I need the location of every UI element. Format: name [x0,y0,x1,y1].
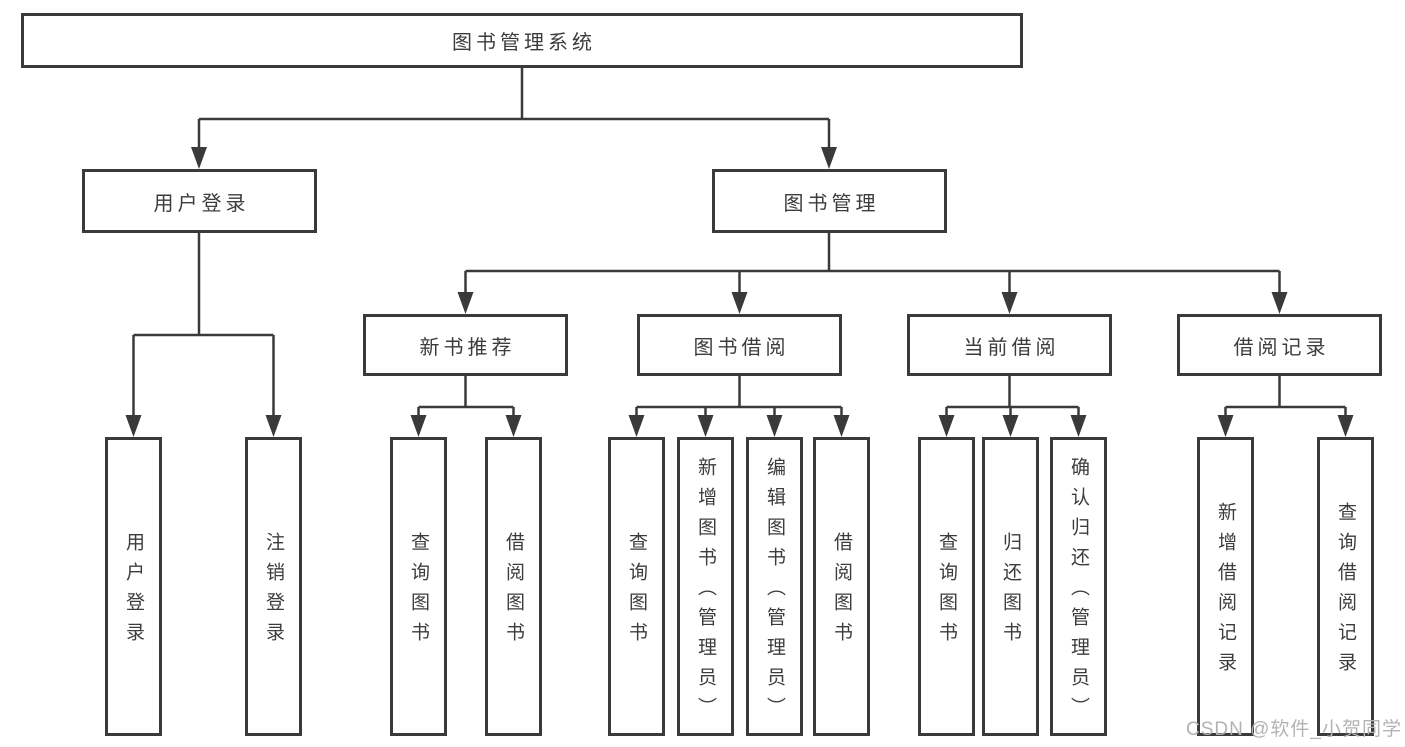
leaf-query-books-borrowing: 查询图书 [608,437,665,736]
node-label: 查询图书 [936,532,957,652]
node-label: 编辑图书（管理员） [764,457,785,727]
node-user-login: 用户登录 [82,169,317,233]
connector-borrow-rec-to-leaves [1224,376,1347,416]
leaf-query-borrow-record: 查询借阅记录 [1317,437,1374,736]
node-label: 查询借阅记录 [1335,502,1356,682]
connector-book-borrow-to-leaves [635,376,843,416]
node-label: 新增借阅记录 [1215,502,1236,682]
leaf-edit-book-admin: 编辑图书（管理员） [746,437,803,736]
node-book-management: 图书管理 [712,169,947,233]
leaf-logout: 注销登录 [245,437,302,736]
node-label: 确认归还（管理员） [1068,457,1089,727]
connector-cur-borrow-to-leaves [945,376,1080,416]
node-label: 用户登录 [153,192,250,215]
leaf-query-books-current: 查询图书 [918,437,975,736]
node-label: 借阅图书 [831,532,852,652]
node-label: 图书管理系统 [452,32,596,54]
node-label: 借阅记录 [1233,336,1330,359]
leaf-return-books: 归还图书 [982,437,1039,736]
node-label: 新书推荐 [419,336,516,359]
csdn-watermark: CSDN @软件_小贺同学 [1186,719,1402,740]
node-root-library-system: 图书管理系统 [21,13,1023,68]
node-label: 注销登录 [263,532,284,652]
leaf-add-borrow-record: 新增借阅记录 [1197,437,1254,736]
leaf-borrow-books-recommend: 借阅图书 [485,437,542,736]
connector-root-to-level2 [197,68,831,148]
node-label: 借阅图书 [503,532,524,652]
node-label: 用户登录 [123,532,144,652]
node-label: 查询图书 [408,532,429,652]
node-new-book-recommend: 新书推荐 [363,314,568,376]
connector-new-book-to-leaves [417,376,515,416]
node-label: 当前借阅 [963,336,1060,359]
leaf-user-login: 用户登录 [105,437,162,736]
node-label: 图书管理 [783,192,880,215]
node-label: 图书借阅 [693,336,790,359]
node-label: 新增图书（管理员） [695,457,716,727]
node-current-borrowing: 当前借阅 [907,314,1112,376]
node-label: 查询图书 [626,532,647,652]
connector-user-login-to-leaves [132,233,275,416]
connector-book-mgmt-to-level3 [464,233,1281,293]
leaf-query-books-recommend: 查询图书 [390,437,447,736]
arrowheads [125,147,1354,437]
leaf-confirm-return-admin: 确认归还（管理员） [1050,437,1107,736]
leaf-borrow-books: 借阅图书 [813,437,870,736]
node-borrowing-records: 借阅记录 [1177,314,1382,376]
node-label: 归还图书 [1000,532,1021,652]
leaf-add-book-admin: 新增图书（管理员） [677,437,734,736]
node-book-borrowing: 图书借阅 [637,314,842,376]
